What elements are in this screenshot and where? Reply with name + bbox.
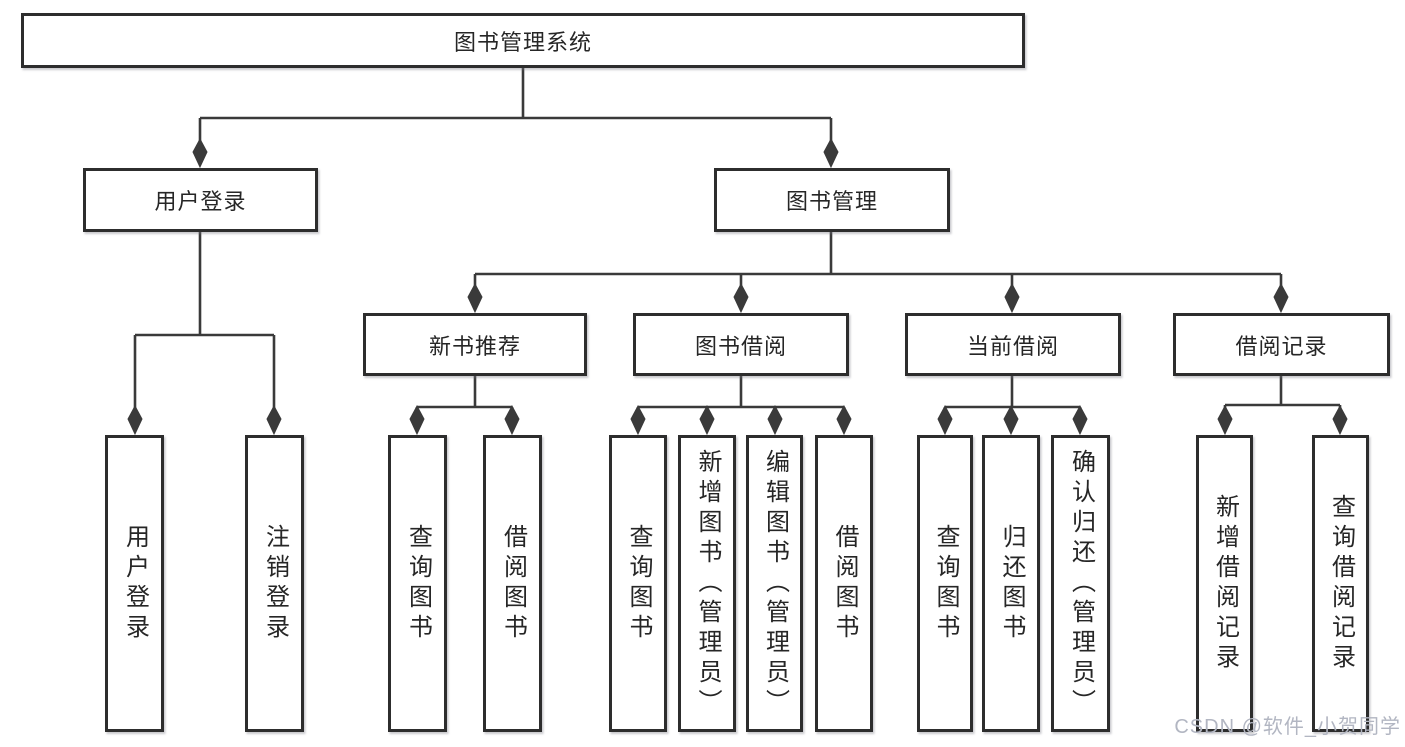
arrowhead-icon [467, 282, 483, 314]
arrowhead-icon [823, 137, 839, 169]
leaf-label: 借阅图书 [831, 523, 858, 644]
arrowhead-icon [767, 404, 783, 436]
node-user-login: 用户登录 [83, 168, 318, 232]
node-library-management-system: 图书管理系统 [21, 13, 1025, 68]
node-label: 借阅记录 [1235, 333, 1328, 359]
node-label: 新书推荐 [428, 333, 521, 359]
arrowhead-icon [937, 404, 953, 436]
leaf-query-books-recommend: 查询图书 [388, 435, 447, 732]
watermark: CSDN @软件_小贺同学 [1174, 716, 1401, 738]
leaf-add-borrow-record: 新增借阅记录 [1196, 435, 1253, 732]
arrowhead-icon [192, 137, 208, 169]
leaf-label: 新增借阅记录 [1211, 493, 1239, 674]
arrowhead-icon [504, 404, 520, 436]
leaf-query-books-current: 查询图书 [917, 435, 973, 732]
node-book-management: 图书管理 [714, 168, 950, 232]
node-label: 当前借阅 [966, 333, 1059, 359]
leaf-label: 查询图书 [932, 523, 959, 644]
node-new-book-recommendation: 新书推荐 [363, 313, 587, 376]
arrowhead-icon [699, 404, 715, 436]
leaf-label: 注销登录 [261, 523, 289, 644]
arrowhead-icon [1217, 404, 1233, 436]
node-label: 图书管理系统 [453, 29, 592, 55]
leaf-label: 新增图书（管理员） [694, 448, 721, 719]
arrowhead-icon [1003, 404, 1019, 436]
leaf-query-borrow-record: 查询借阅记录 [1312, 435, 1369, 732]
leaf-label: 借阅图书 [499, 523, 527, 644]
arrowhead-icon [127, 404, 143, 436]
leaf-label: 确认归还（管理员） [1067, 448, 1095, 719]
leaf-label: 编辑图书（管理员） [761, 448, 789, 719]
arrowhead-icon [266, 404, 282, 436]
leaf-borrow-books-recommend: 借阅图书 [483, 435, 542, 732]
arrowhead-icon [1072, 404, 1088, 436]
arrowhead-icon [836, 404, 852, 436]
node-book-borrowing: 图书借阅 [633, 313, 849, 376]
node-borrowing-records: 借阅记录 [1173, 313, 1390, 376]
leaf-add-books-admin: 新增图书（管理员） [678, 435, 736, 732]
leaf-edit-books-admin: 编辑图书（管理员） [746, 435, 803, 732]
leaf-query-books-borrow: 查询图书 [609, 435, 667, 732]
leaf-label: 查询图书 [625, 523, 652, 644]
leaf-borrow-books: 借阅图书 [815, 435, 873, 732]
node-label: 用户登录 [154, 189, 247, 214]
arrowhead-icon [1273, 282, 1289, 314]
leaf-label: 查询借阅记录 [1327, 493, 1355, 674]
arrowhead-icon [733, 282, 749, 314]
node-label: 图书借阅 [694, 333, 787, 359]
arrowhead-icon [1332, 404, 1348, 436]
leaf-confirm-return-admin: 确认归还（管理员） [1051, 435, 1110, 732]
leaf-label: 查询图书 [404, 523, 432, 644]
leaf-label: 用户登录 [121, 523, 149, 644]
node-label: 图书管理 [785, 189, 878, 214]
arrowhead-icon [409, 404, 425, 436]
leaf-user-login: 用户登录 [105, 435, 164, 732]
node-current-borrowing: 当前借阅 [905, 313, 1121, 376]
leaf-label: 归还图书 [998, 523, 1025, 644]
leaf-logout: 注销登录 [245, 435, 304, 732]
leaf-return-books: 归还图书 [982, 435, 1040, 732]
arrowhead-icon [1004, 282, 1020, 314]
arrowhead-icon [630, 404, 646, 436]
